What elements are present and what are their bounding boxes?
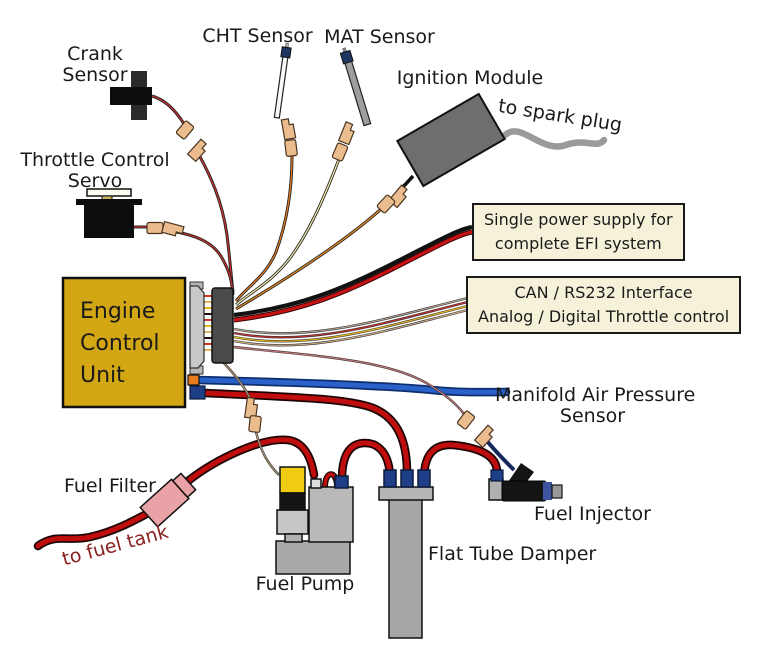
label-line: Sensor bbox=[62, 64, 128, 86]
label-line: Ignition Module bbox=[396, 67, 544, 89]
note-line: complete EFI system bbox=[494, 234, 662, 253]
label-fuel-injector: Fuel Injector bbox=[525, 504, 660, 525]
label-line: Fuel Pump bbox=[255, 573, 355, 595]
connector-icon bbox=[331, 141, 349, 163]
spark-plug-wire bbox=[499, 128, 608, 150]
throttle-servo-icon bbox=[76, 188, 142, 238]
connector-icon bbox=[283, 138, 299, 158]
label-line: CHT Sensor bbox=[202, 25, 313, 47]
connector-icon bbox=[473, 424, 497, 449]
connector-icon bbox=[280, 117, 297, 141]
label-flat-tube-damper: Flat Tube Damper bbox=[428, 543, 597, 565]
map-pressure-tube bbox=[193, 375, 511, 397]
harness-connector-block bbox=[211, 287, 234, 364]
label-line: Unit bbox=[80, 363, 125, 388]
connector-icon bbox=[456, 409, 476, 431]
note-power-supply: Single power supply for complete EFI sys… bbox=[472, 203, 685, 261]
crank-sensor-wire bbox=[151, 94, 186, 125]
label-ecu: Engine Control Unit bbox=[80, 296, 182, 392]
label-cht-sensor: CHT Sensor bbox=[200, 26, 315, 47]
label-line: Fuel Injector bbox=[534, 503, 651, 525]
power-wire-black bbox=[233, 224, 473, 318]
map-tube-fitting bbox=[187, 374, 200, 386]
ignition-module-icon bbox=[395, 92, 507, 188]
connector-icon bbox=[146, 221, 164, 235]
label-fuel-filter: Fuel Filter bbox=[55, 476, 165, 497]
label-mat-sensor: MAT Sensor bbox=[322, 27, 437, 48]
label-line: Flat Tube Damper bbox=[428, 543, 597, 565]
note-line: Analog / Digital Throttle control bbox=[478, 307, 730, 326]
crank-sensor-icon bbox=[110, 71, 152, 120]
label-line: Servo bbox=[67, 170, 123, 192]
label-line: Throttle Control bbox=[20, 149, 170, 171]
wire-harness bbox=[134, 94, 516, 476]
dsub-connector bbox=[189, 285, 205, 369]
fuel-hose-pump-to-damper bbox=[337, 438, 395, 484]
fuel-injector-icon bbox=[488, 463, 563, 502]
fuel-pump-icon bbox=[275, 466, 354, 575]
fuel-hose-damper-to-injector bbox=[419, 440, 502, 484]
label-line: Sensor bbox=[559, 405, 626, 427]
label-fuel-pump: Fuel Pump bbox=[245, 574, 365, 595]
connector-icon bbox=[338, 121, 357, 146]
label-crank-sensor: Crank Sensor bbox=[35, 44, 155, 86]
connector-icon bbox=[248, 414, 262, 434]
fuel-filter-icon bbox=[139, 472, 197, 528]
connector-icon bbox=[161, 220, 185, 238]
note-interface: CAN / RS232 Interface Analog / Digital T… bbox=[466, 276, 742, 334]
label-line: Fuel Filter bbox=[64, 475, 156, 497]
injector-wire-navy bbox=[485, 439, 516, 472]
ecu-assembly bbox=[61, 276, 234, 409]
label-line: Manifold Air Pressure bbox=[495, 384, 696, 406]
connector-icon bbox=[175, 119, 195, 141]
label-ignition-module: Ignition Module bbox=[395, 68, 545, 89]
label-line: Control bbox=[80, 331, 160, 356]
note-line: CAN / RS232 Interface bbox=[514, 283, 693, 302]
mat-sensor-icon bbox=[339, 47, 372, 127]
fuel-line-ecu-to-damper bbox=[200, 388, 412, 477]
fuel-line-fitting bbox=[189, 385, 206, 400]
label-line: MAT Sensor bbox=[324, 26, 435, 48]
flat-tube-damper-icon bbox=[378, 469, 434, 639]
label-throttle-servo: Throttle Control Servo bbox=[15, 150, 175, 192]
label-line: Crank bbox=[67, 43, 123, 65]
connector-icon bbox=[186, 138, 210, 163]
ecu-box bbox=[61, 276, 187, 409]
label-line: Engine bbox=[80, 299, 156, 324]
label-map-sensor: Manifold Air Pressure Sensor bbox=[495, 384, 696, 427]
note-line: Single power supply for bbox=[484, 210, 673, 229]
cht-sensor-icon bbox=[273, 42, 292, 119]
